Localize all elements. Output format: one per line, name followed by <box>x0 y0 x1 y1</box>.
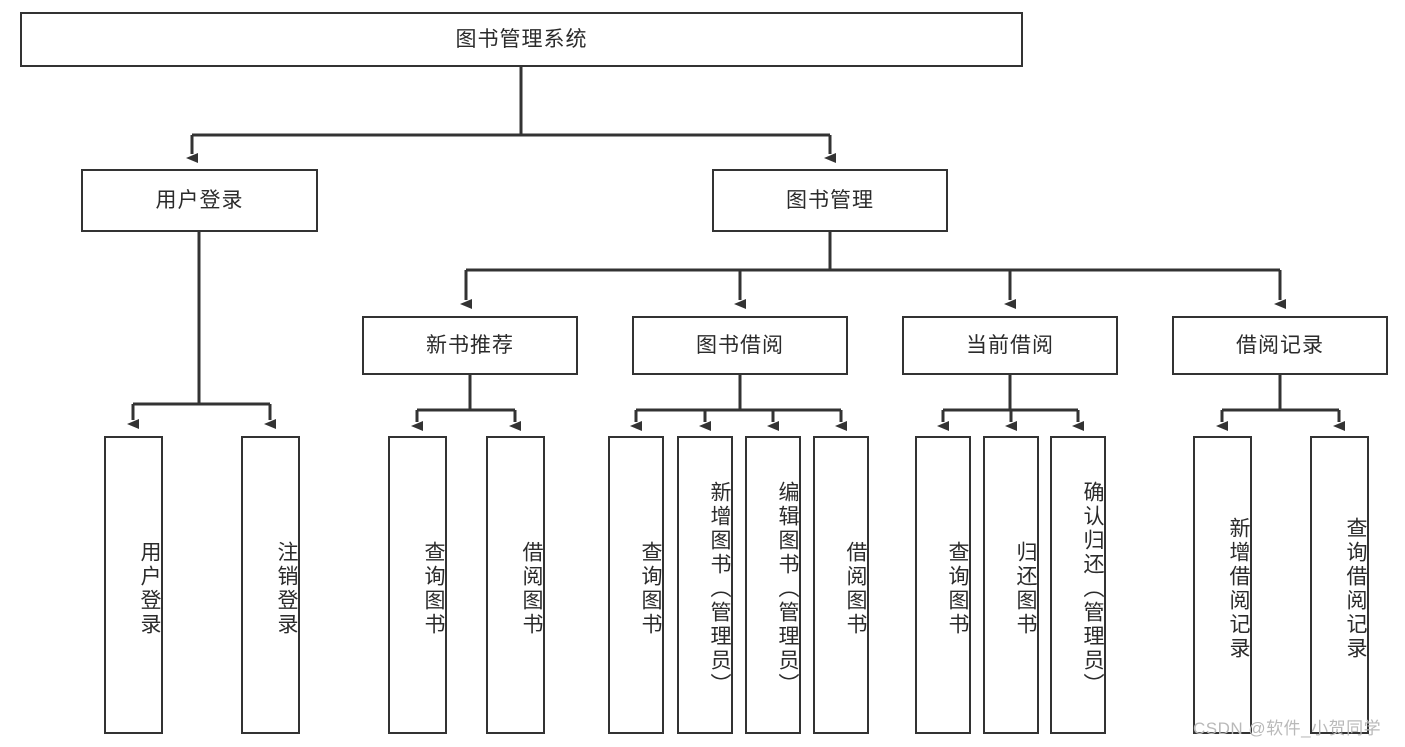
edge-record-to-leaves <box>1216 375 1345 431</box>
node-label: 用户登录 <box>155 188 244 212</box>
node-label: 新增图书（管理员） <box>708 481 731 697</box>
leaf-add-borrow-record[interactable]: 新增借阅记录 <box>1193 436 1252 734</box>
leaf-query-book-recommend[interactable]: 查询图书 <box>388 436 447 734</box>
leaf-logout[interactable]: 注销登录 <box>241 436 300 734</box>
leaf-user-login[interactable]: 用户登录 <box>104 436 163 734</box>
node-new-book-recommend[interactable]: 新书推荐 <box>362 316 578 375</box>
leaf-edit-book-admin[interactable]: 编辑图书（管理员） <box>745 436 801 734</box>
node-label: 借阅图书 <box>844 541 867 637</box>
node-root-system[interactable]: 图书管理系统 <box>20 12 1023 67</box>
node-label: 查询图书 <box>422 541 445 637</box>
node-label: 图书管理 <box>786 188 874 212</box>
node-label: 新增借阅记录 <box>1227 517 1250 661</box>
node-book-borrow[interactable]: 图书借阅 <box>632 316 848 375</box>
leaf-add-book-admin[interactable]: 新增图书（管理员） <box>677 436 733 734</box>
node-label: 查询图书 <box>639 541 662 637</box>
leaf-query-book-borrow[interactable]: 查询图书 <box>608 436 664 734</box>
node-label: 归还图书 <box>1014 541 1037 637</box>
edge-borrow-to-leaves <box>630 375 847 431</box>
leaf-borrow-book-recommend[interactable]: 借阅图书 <box>486 436 545 734</box>
node-borrow-record[interactable]: 借阅记录 <box>1172 316 1388 375</box>
leaf-query-book-current[interactable]: 查询图书 <box>915 436 971 734</box>
node-label: 确认归还（管理员） <box>1081 481 1104 697</box>
node-label: 图书管理系统 <box>455 27 588 51</box>
node-label: 注销登录 <box>275 541 298 637</box>
node-label: 查询借阅记录 <box>1344 517 1367 661</box>
edge-current-to-leaves <box>937 375 1084 431</box>
node-current-borrow[interactable]: 当前借阅 <box>902 316 1118 375</box>
node-user-login[interactable]: 用户登录 <box>81 169 318 232</box>
leaf-confirm-return-admin[interactable]: 确认归还（管理员） <box>1050 436 1106 734</box>
node-label: 借阅图书 <box>520 541 543 637</box>
node-label: 当前借阅 <box>966 333 1054 357</box>
node-book-management[interactable]: 图书管理 <box>712 169 948 232</box>
node-label: 用户登录 <box>138 541 161 637</box>
leaf-borrow-book[interactable]: 借阅图书 <box>813 436 869 734</box>
leaf-return-book[interactable]: 归还图书 <box>983 436 1039 734</box>
edge-newbook-to-leaves <box>411 375 521 431</box>
leaf-query-borrow-record[interactable]: 查询借阅记录 <box>1310 436 1369 734</box>
node-label: 编辑图书（管理员） <box>776 481 799 697</box>
node-label: 借阅记录 <box>1236 333 1324 357</box>
node-label: 查询图书 <box>946 541 969 637</box>
node-label: 新书推荐 <box>426 333 514 357</box>
edge-root-to-level1 <box>186 67 836 163</box>
edge-bookmgmt-to-level2 <box>460 232 1286 309</box>
edge-userlogin-to-leaves <box>127 232 276 429</box>
node-label: 图书借阅 <box>696 333 784 357</box>
